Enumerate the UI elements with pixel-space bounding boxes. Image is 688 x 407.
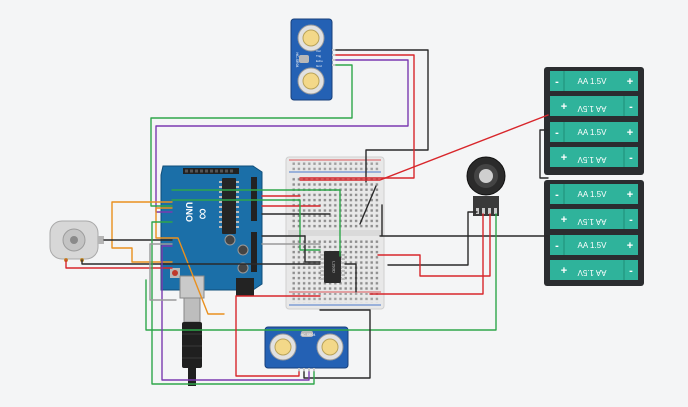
battery-cell-label: AA 1.5V xyxy=(578,77,608,86)
battery-terminal-minus: - xyxy=(629,214,633,226)
chip-label: L293D xyxy=(332,261,337,273)
wire-red[interactable] xyxy=(235,295,321,377)
wire-red[interactable] xyxy=(377,213,491,277)
wire-green[interactable] xyxy=(145,213,497,331)
wire-purple[interactable] xyxy=(155,59,409,213)
wire-red[interactable] xyxy=(299,114,549,181)
ultrasonic-sensor-bottom[interactable]: HC-SR04 xyxy=(264,326,349,372)
usb-cable-icon xyxy=(182,297,202,386)
arduino-uno[interactable]: ∞ UNO xyxy=(160,165,263,299)
wire-black[interactable] xyxy=(344,263,357,293)
battery-cell-label: AA 1.5V xyxy=(577,155,607,164)
battery-terminal-plus: + xyxy=(561,265,567,277)
pin-label-vcc: Vcc xyxy=(316,49,322,53)
wire-orange[interactable] xyxy=(155,207,225,315)
wire-red[interactable] xyxy=(65,259,173,269)
battery-cell-label: AA 1.5V xyxy=(577,268,607,277)
pin-label-gnd: Gnd xyxy=(316,64,322,68)
wire-orange[interactable] xyxy=(111,201,173,263)
pin-label-trig: Trig xyxy=(316,54,321,58)
battery-terminal-minus: - xyxy=(555,127,559,139)
motor-driver-chip[interactable]: L293D xyxy=(320,251,345,283)
wire-green[interactable] xyxy=(171,199,321,251)
arduino-uno-label: UNO xyxy=(184,202,194,222)
sensor-label-bottom: HC-SR04 xyxy=(301,333,316,337)
wire-purple[interactable] xyxy=(161,245,310,381)
battery-terminal-plus: + xyxy=(627,76,633,88)
battery-pack-top[interactable]: AA 1.5V AA 1.5V AA 1.5V AA 1.5V - + + - … xyxy=(544,67,644,175)
wire-black[interactable] xyxy=(539,129,549,179)
battery-cell-label: AA 1.5V xyxy=(578,241,608,250)
battery-terminal-plus: + xyxy=(561,152,567,164)
sensor-label-top: HC-SR04 xyxy=(295,53,299,68)
wire-red[interactable] xyxy=(299,54,415,179)
battery-terminal-plus: + xyxy=(627,240,633,252)
battery-terminal-minus: - xyxy=(555,240,559,252)
battery-terminal-minus: - xyxy=(555,189,559,201)
wire-green[interactable] xyxy=(151,221,315,385)
battery-cell-label: AA 1.5V xyxy=(578,190,608,199)
battery-terminal-plus: + xyxy=(561,214,567,226)
battery-terminal-minus: - xyxy=(629,101,633,113)
wire-black[interactable] xyxy=(81,259,321,265)
battery-terminal-minus: - xyxy=(555,76,559,88)
wire-black[interactable] xyxy=(335,49,429,183)
wire-green[interactable] xyxy=(150,64,353,207)
wire-black[interactable] xyxy=(359,185,377,225)
dc-motor[interactable] xyxy=(49,220,104,262)
wire-black[interactable] xyxy=(303,309,371,379)
wire-black[interactable] xyxy=(387,211,478,266)
battery-terminal-plus: + xyxy=(561,101,567,113)
wire-gray[interactable] xyxy=(149,243,177,301)
potentiometer[interactable] xyxy=(466,156,506,216)
battery-terminal-plus: + xyxy=(627,127,633,139)
wire-green[interactable] xyxy=(171,189,341,257)
battery-terminal-plus: + xyxy=(627,189,633,201)
battery-cell-label: AA 1.5V xyxy=(577,217,607,226)
battery-cell-label: AA 1.5V xyxy=(577,104,607,113)
arduino-logo: ∞ xyxy=(194,208,211,219)
pin-label-echo: Echo xyxy=(316,59,323,63)
battery-terminal-minus: - xyxy=(629,265,633,277)
battery-pack-bottom[interactable]: AA 1.5V AA 1.5V AA 1.5V AA 1.5V - + + - … xyxy=(544,180,644,286)
battery-cell-label: AA 1.5V xyxy=(578,128,608,137)
ultrasonic-sensor-top[interactable]: HC-SR04 Vcc Trig Echo Gnd xyxy=(290,18,336,101)
wire-red[interactable] xyxy=(369,213,484,295)
battery-terminal-minus: - xyxy=(629,152,633,164)
